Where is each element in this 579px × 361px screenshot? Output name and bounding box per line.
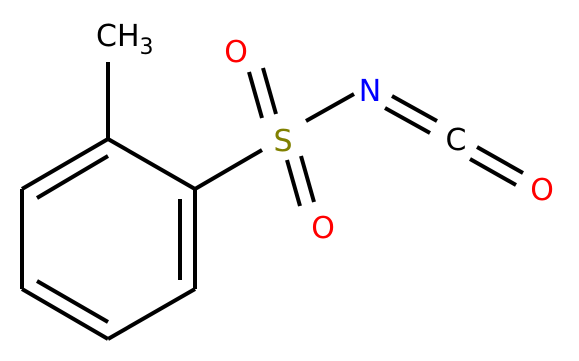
nitrogen-carbon-bond (384, 106, 431, 135)
sulfur-oxygen-top-bond (261, 67, 278, 115)
isocyanate-carbon-label: C (446, 123, 467, 158)
methyl-label: CH3 (96, 19, 154, 60)
ring-inner-bond (35, 154, 110, 200)
sulfur-nitrogen-bond (305, 92, 355, 123)
sulfur-oxygen-bottom-bond (299, 155, 316, 203)
carbon-oxygen-bond (469, 157, 517, 187)
isocyanate-oxygen-label: O (530, 173, 554, 208)
nitrogen-label: N (359, 74, 381, 109)
ring-bond (20, 137, 110, 191)
ring-bond (20, 287, 110, 341)
sulfur-oxygen-top-bond (247, 71, 264, 119)
sulfur-oxygen-bottom-bond (285, 159, 302, 207)
oxygen-top-label: O (224, 35, 248, 70)
sulfur-label: S (273, 124, 292, 159)
ring-inner-bond (35, 279, 110, 324)
ring-sulfur-bond (193, 148, 264, 191)
nitrogen-carbon-bond (391, 94, 438, 123)
benzene-ring (20, 137, 197, 341)
oxygen-bottom-label: O (311, 211, 335, 246)
carbon-oxygen-bond (476, 145, 524, 175)
ring-bond (107, 287, 196, 341)
ring-bond (107, 137, 196, 191)
